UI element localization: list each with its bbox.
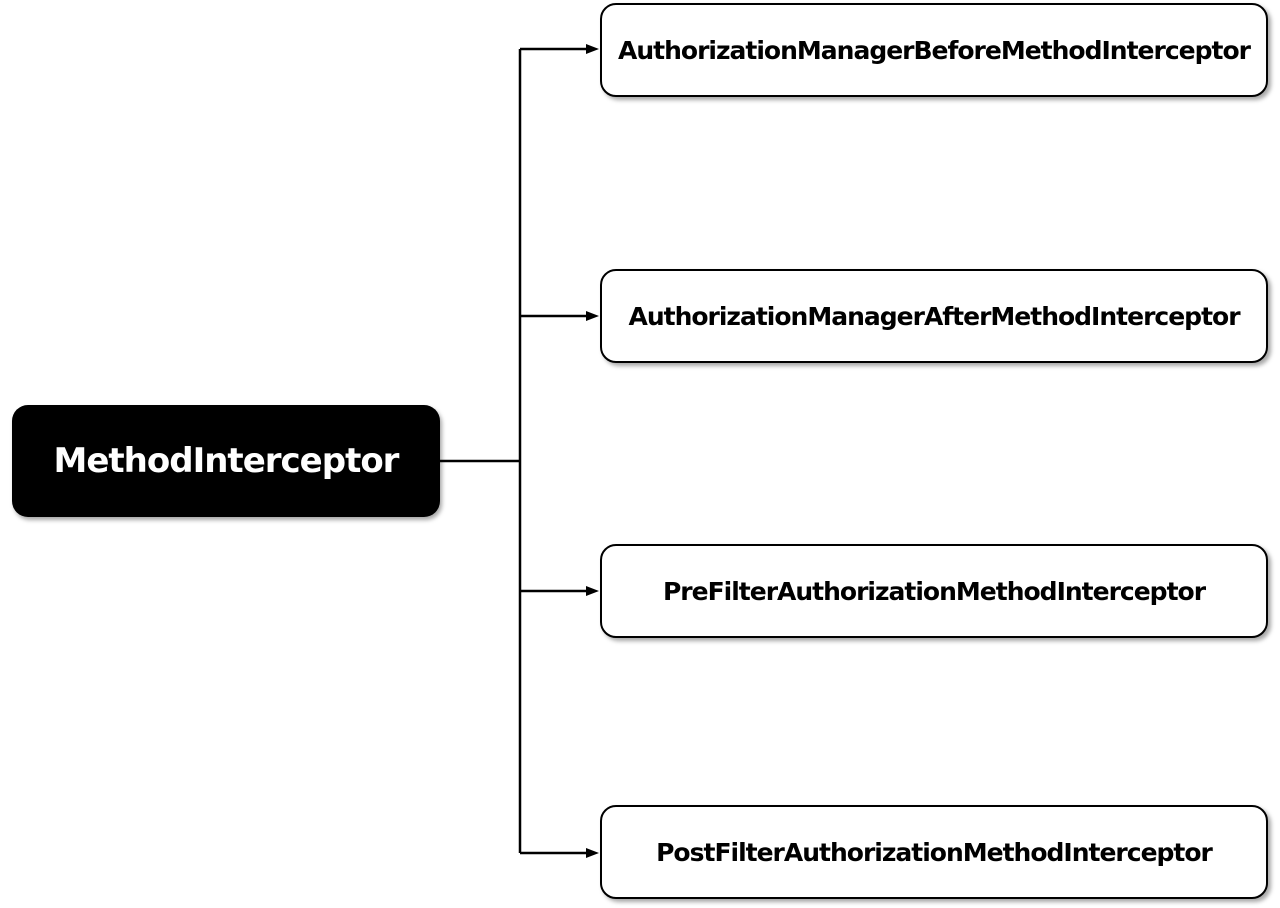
child-node-pre-filter: PreFilterAuthorizationMethodInterceptor (600, 544, 1268, 638)
arrowhead-2 (586, 311, 599, 321)
arrowhead-4 (586, 848, 599, 858)
child-node-label: PostFilterAuthorizationMethodInterceptor (656, 837, 1213, 867)
arrowhead-1 (586, 44, 599, 54)
arrowhead-3 (586, 586, 599, 596)
root-node-label: MethodInterceptor (53, 441, 400, 481)
child-node-label: AuthorizationManagerBeforeMethodIntercep… (618, 35, 1251, 65)
child-node-label: PreFilterAuthorizationMethodInterceptor (662, 576, 1206, 606)
child-node-after-method: AuthorizationManagerAfterMethodIntercept… (600, 269, 1268, 363)
child-node-label: AuthorizationManagerAfterMethodIntercept… (628, 301, 1240, 331)
child-node-before-method: AuthorizationManagerBeforeMethodIntercep… (600, 3, 1268, 97)
root-node: MethodInterceptor (12, 405, 440, 517)
child-node-post-filter: PostFilterAuthorizationMethodInterceptor (600, 805, 1268, 899)
